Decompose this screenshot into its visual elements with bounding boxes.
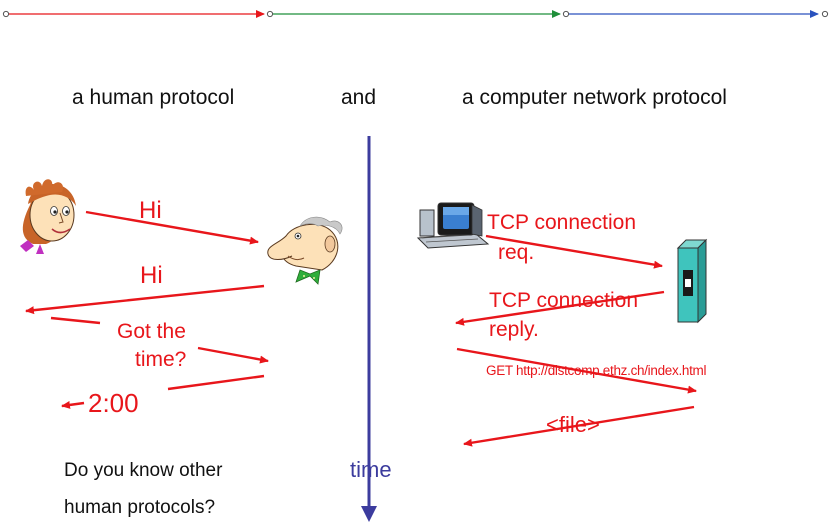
top-bar-node [2,10,10,18]
top-bar-node [821,10,829,18]
computer-icon [416,202,490,249]
man-face-icon [267,216,343,285]
msg-label-file: <file> [546,412,600,437]
msg-label-2-00: 2:00 [88,388,139,418]
top-bar-node [266,10,274,18]
msg-label-get: GET http://distcomp.ethz.ch/index.html [486,363,707,378]
timeline-label: time [350,457,392,482]
msg-label-tcp-req-1: TCP connection [487,211,637,234]
msg-arrow-req [485,234,663,269]
woman-face-icon [20,179,76,254]
top-bar-node [562,10,570,18]
header-human-protocol: a human protocol [72,86,235,109]
msg-label-time: time? [135,348,187,371]
question-line-2: human protocols? [64,497,216,518]
msg-label-tcp-reply-1: TCP connection [489,289,639,312]
top-bar [2,10,829,18]
header-network-protocol: a computer network protocol [462,86,727,109]
msg-arrow-hi-2 [25,284,265,315]
timeline-arrowhead [361,506,377,522]
msg-label-hi-1: Hi [139,197,162,224]
msg-arrow-get [456,347,697,394]
msg-arrow-hi-1 [85,210,259,245]
msg-arrow-time [197,346,269,364]
msg-label-tcp-reply-2: reply. [489,318,539,341]
msg-arrow-file [463,405,695,447]
msg-arrow-time-tail [50,316,101,325]
server-icon [676,238,708,324]
msg-arrow-2-00-head [61,400,85,409]
msg-label-tcp-req-2: req. [498,241,535,264]
question-line-1: Do you know other [64,460,223,481]
msg-arrow-2-00 [167,374,265,391]
msg-label-hi-2: Hi [140,262,163,289]
msg-label-got-the: Got the [117,320,186,343]
msg-arrow-reply [455,290,665,326]
header-and: and [341,86,377,109]
